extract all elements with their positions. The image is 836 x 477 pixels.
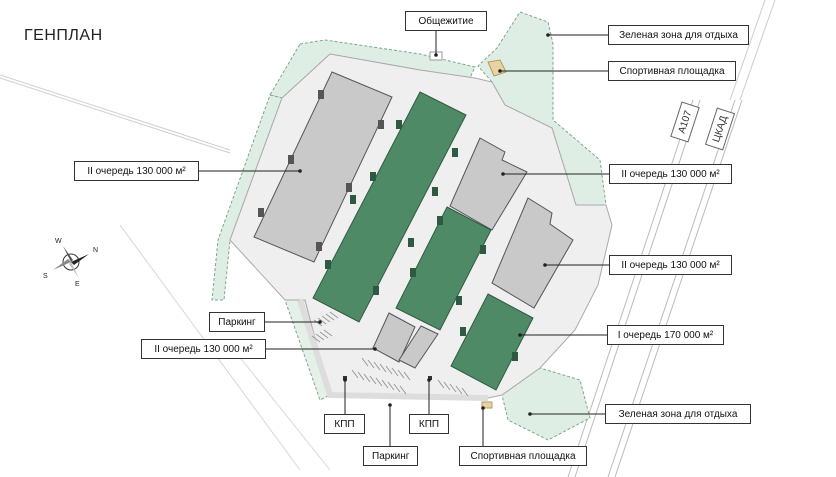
building-phase2-right-mid xyxy=(491,197,574,309)
compass-w: W xyxy=(55,238,62,245)
sports-ground-bottom xyxy=(481,401,493,409)
label-parking-left: Паркинг xyxy=(209,312,265,332)
compass-e: E xyxy=(75,281,80,288)
label-sports-ground-top: Спортивная площадка xyxy=(608,61,736,81)
label-parking-bottom: Паркинг xyxy=(363,446,418,466)
compass-n: N xyxy=(93,247,98,254)
compass-rose: N S E W xyxy=(43,238,98,288)
label-phase2-left: II очередь 130 000 м² xyxy=(74,161,199,181)
label-phase2-right-top: II очередь 130 000 м² xyxy=(609,164,732,184)
building-phase1-main xyxy=(450,293,534,391)
building-phase2-small-left xyxy=(372,312,416,363)
label-sports-ground-bottom: Спортивная площадка xyxy=(459,446,587,466)
building-phase1-long xyxy=(312,91,467,323)
page-title: ГЕНПЛАН xyxy=(24,27,103,44)
background-road-line xyxy=(0,77,231,154)
road-sign-ckad: ЦКАД xyxy=(704,107,736,151)
leader-dots xyxy=(298,33,550,416)
label-green-zone-top: Зеленая зона для отдыха xyxy=(608,25,749,45)
building-phase2-right-top xyxy=(449,137,528,231)
label-kpp-right: КПП xyxy=(409,414,449,434)
label-phase1: I очередь 170 000 м² xyxy=(607,325,724,345)
sports-ground-top xyxy=(487,59,507,77)
label-kpp-left: КПП xyxy=(324,414,365,434)
compass-s: S xyxy=(43,273,48,280)
label-phase2-right-mid: II очередь 130 000 м² xyxy=(609,255,732,275)
road-sign-a107: А107 xyxy=(670,101,700,143)
background-road-line xyxy=(0,74,231,151)
background-road-line xyxy=(229,344,331,471)
parking-bottom xyxy=(351,357,469,397)
building-dock-markers xyxy=(258,90,384,251)
building-phase2-small-right xyxy=(398,325,439,369)
parking-left xyxy=(311,311,339,343)
internal-road xyxy=(297,299,489,401)
label-green-zone-bottom: Зеленая зона для отдыха xyxy=(605,404,751,424)
building-phase2-left xyxy=(253,71,393,263)
label-dormitory: Общежитие xyxy=(405,11,487,31)
green-zone-southwest xyxy=(284,299,331,401)
checkpoint-markers xyxy=(343,376,432,380)
building-dock-markers-green xyxy=(325,120,518,361)
label-phase2-small: II очередь 130 000 м² xyxy=(141,339,266,359)
